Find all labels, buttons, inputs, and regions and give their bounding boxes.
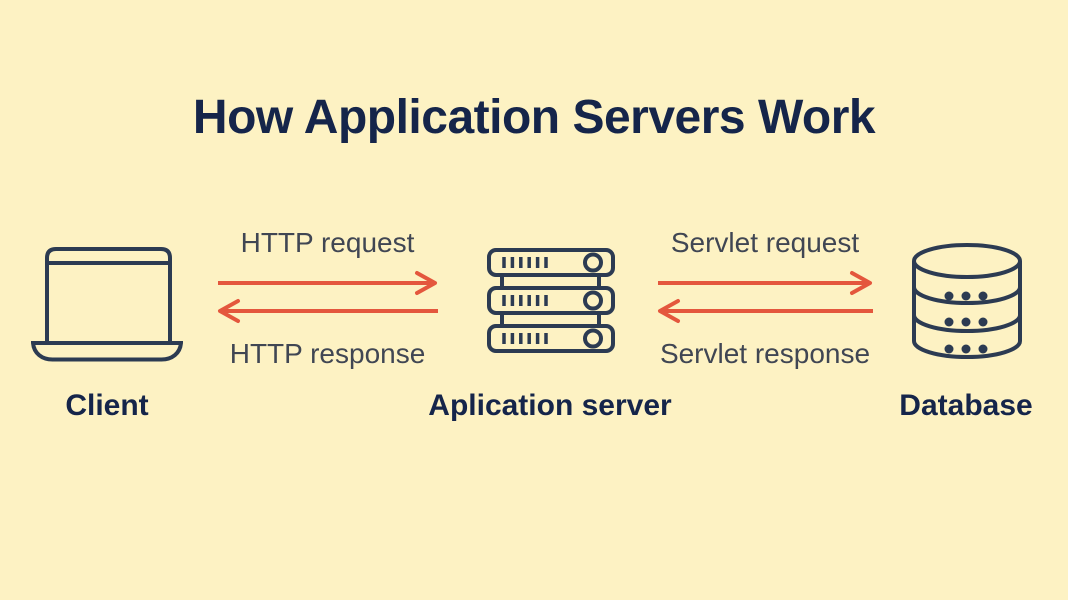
- client-server-arrows: [215, 270, 440, 325]
- app-server-label: Aplication server: [428, 389, 672, 422]
- page-title: How Application Servers Work: [192, 91, 876, 144]
- server-icon: [487, 248, 615, 354]
- servlet-request-label: Servlet request: [670, 227, 860, 258]
- laptop-icon: [31, 245, 183, 363]
- client-label: Client: [65, 389, 149, 422]
- arrow-left-icon: [658, 299, 873, 323]
- database-label: Database: [899, 389, 1033, 422]
- servlet-response-label: Servlet response: [659, 338, 871, 369]
- http-response-label: HTTP response: [229, 338, 426, 369]
- arrow-right-icon: [658, 271, 872, 295]
- database-icon: [912, 243, 1022, 361]
- server-database-arrows: [655, 270, 875, 325]
- arrow-right-icon: [218, 271, 437, 295]
- arrow-left-icon: [218, 299, 438, 323]
- http-request-label: HTTP request: [240, 227, 415, 258]
